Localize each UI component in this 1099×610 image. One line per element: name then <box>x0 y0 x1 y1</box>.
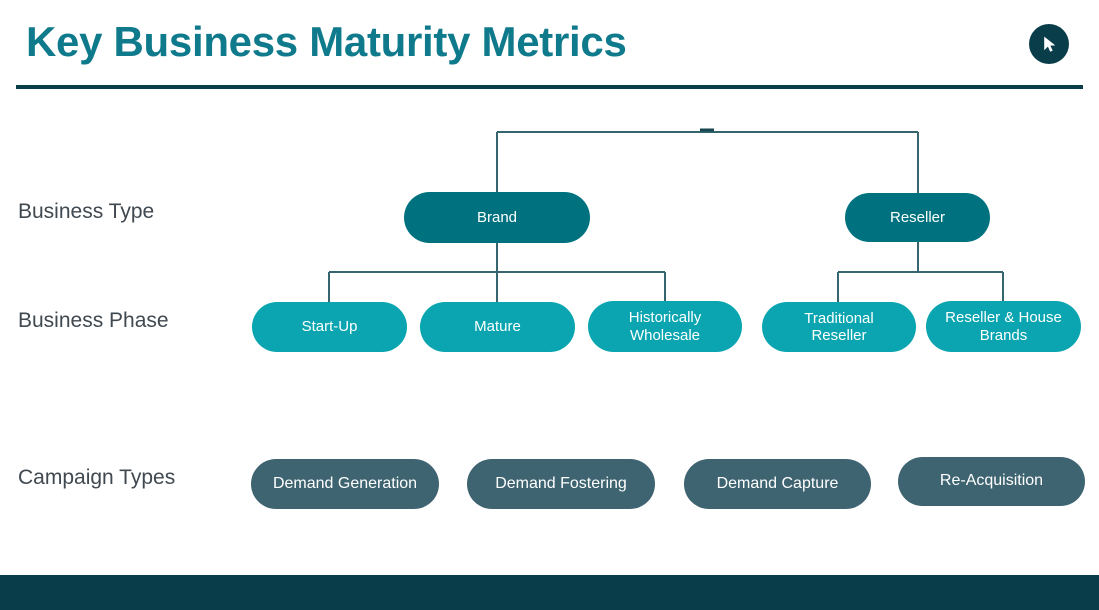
node-re-acquisition[interactable]: Re-Acquisition <box>898 457 1085 506</box>
node-label: Re-Acquisition <box>939 472 1044 490</box>
row-label-business-phase: Business Phase <box>18 309 169 332</box>
node-label: Start-Up <box>301 318 358 336</box>
node-reseller[interactable]: Reseller <box>845 193 990 242</box>
node-demand-fostering[interactable]: Demand Fostering <box>467 459 655 509</box>
node-label: Demand Fostering <box>495 474 627 492</box>
node-label: Reseller <box>889 208 946 226</box>
row-label-business-type: Business Type <box>18 200 155 223</box>
node-mature[interactable]: Mature <box>420 302 575 352</box>
node-demand-generation[interactable]: Demand Generation <box>251 459 439 509</box>
node-label: Demand Capture <box>716 474 839 492</box>
cursor-pointer-icon[interactable] <box>1029 24 1069 64</box>
node-label: Demand Generation <box>272 474 418 492</box>
page-title: Key Business Maturity Metrics <box>26 18 627 65</box>
header-divider <box>16 85 1083 89</box>
node-brand[interactable]: Brand <box>404 192 590 243</box>
node-demand-capture[interactable]: Demand Capture <box>684 459 871 509</box>
page-header: Key Business Maturity Metrics <box>0 0 1099 90</box>
node-label: Mature <box>474 318 521 336</box>
footer-bar <box>0 575 1099 610</box>
row-label-campaign-types: Campaign Types <box>18 466 176 489</box>
node-start-up[interactable]: Start-Up <box>252 302 407 352</box>
node-label: Brand <box>476 208 518 226</box>
